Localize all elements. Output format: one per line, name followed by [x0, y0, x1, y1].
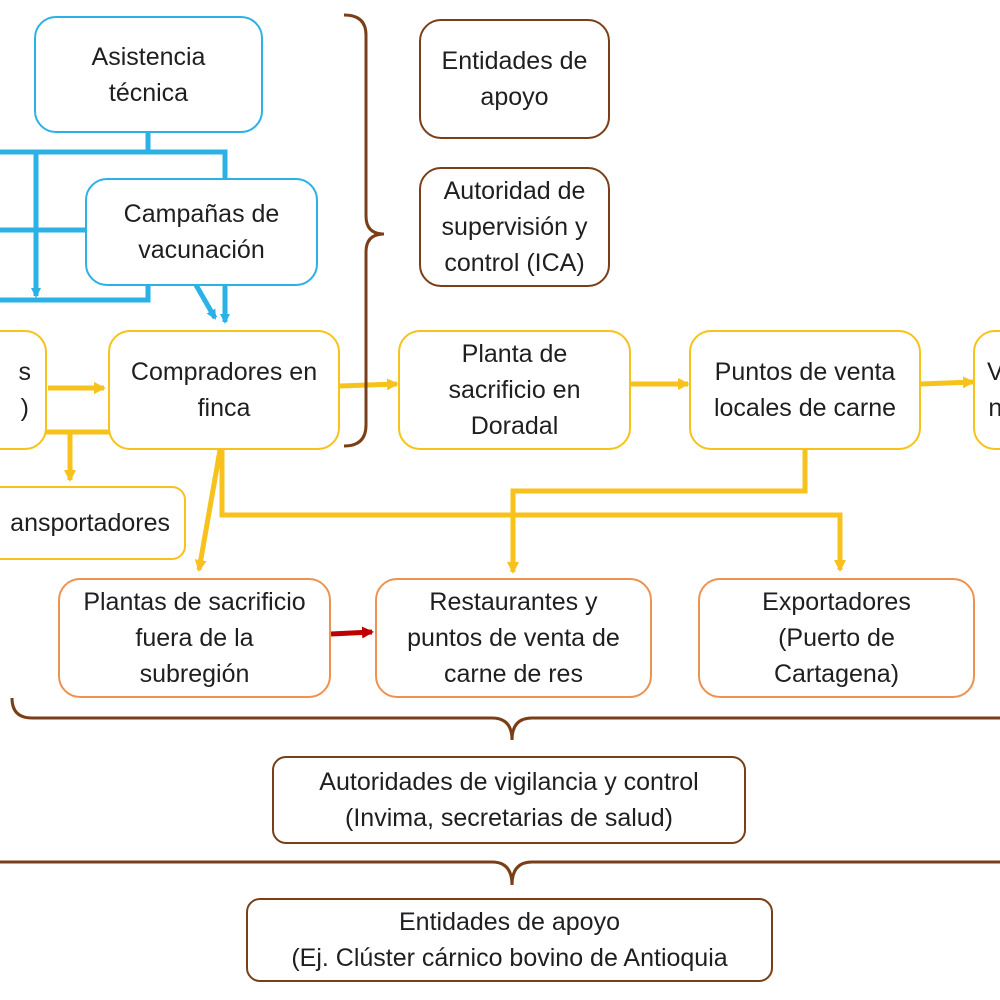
arrow-to-exportadores	[219, 450, 846, 572]
campanas-vacunacion-node: Campañas de vacunación	[85, 178, 318, 286]
exportadores-node: Exportadores (Puerto de Cartagena)	[698, 578, 975, 698]
puntos-venta-locales-node: Puntos de venta locales de carne	[689, 330, 921, 450]
compradores-en-finca-node: Compradores en finca	[108, 330, 340, 450]
brace-bottom-2	[0, 860, 1000, 886]
arrow-puntos-restaurantes	[507, 450, 808, 574]
entidades-apoyo-top-node: Entidades de apoyo	[419, 19, 610, 139]
right-node-partial: V n	[973, 330, 1000, 450]
brace-bottom-1	[10, 697, 1000, 741]
brace-right	[343, 13, 385, 448]
arrow-puntos-right	[920, 376, 975, 389]
autoridades-vigilancia-node: Autoridades de vigilancia y control (Inv…	[272, 756, 746, 844]
productores-node-partial: s )	[0, 330, 47, 450]
arrow-plantas-fuera-restaurantes	[330, 626, 374, 639]
blue-connector	[0, 285, 151, 303]
blue-connector	[148, 149, 228, 178]
entidades-apoyo-bottom-node: Entidades de apoyo (Ej. Clúster cárnico …	[246, 898, 773, 982]
arrow-compradores-planta	[339, 378, 399, 391]
arrow-to-plantas-fuera	[194, 449, 223, 572]
planta-sacrificio-doradal-node: Planta de sacrificio en Doradal	[398, 330, 631, 450]
restaurantes-node: Restaurantes y puntos de venta de carne …	[375, 578, 652, 698]
autoridad-ica-node: Autoridad de supervisión y control (ICA)	[419, 167, 610, 287]
transportadores-node-partial: ansportadores	[0, 486, 186, 560]
plantas-sacrificio-fuera-node: Plantas de sacrificio fuera de la subreg…	[58, 578, 331, 698]
blue-connector	[193, 283, 218, 320]
blue-connector	[0, 132, 151, 155]
asistencia-tecnica-node: Asistencia técnica	[34, 16, 263, 133]
